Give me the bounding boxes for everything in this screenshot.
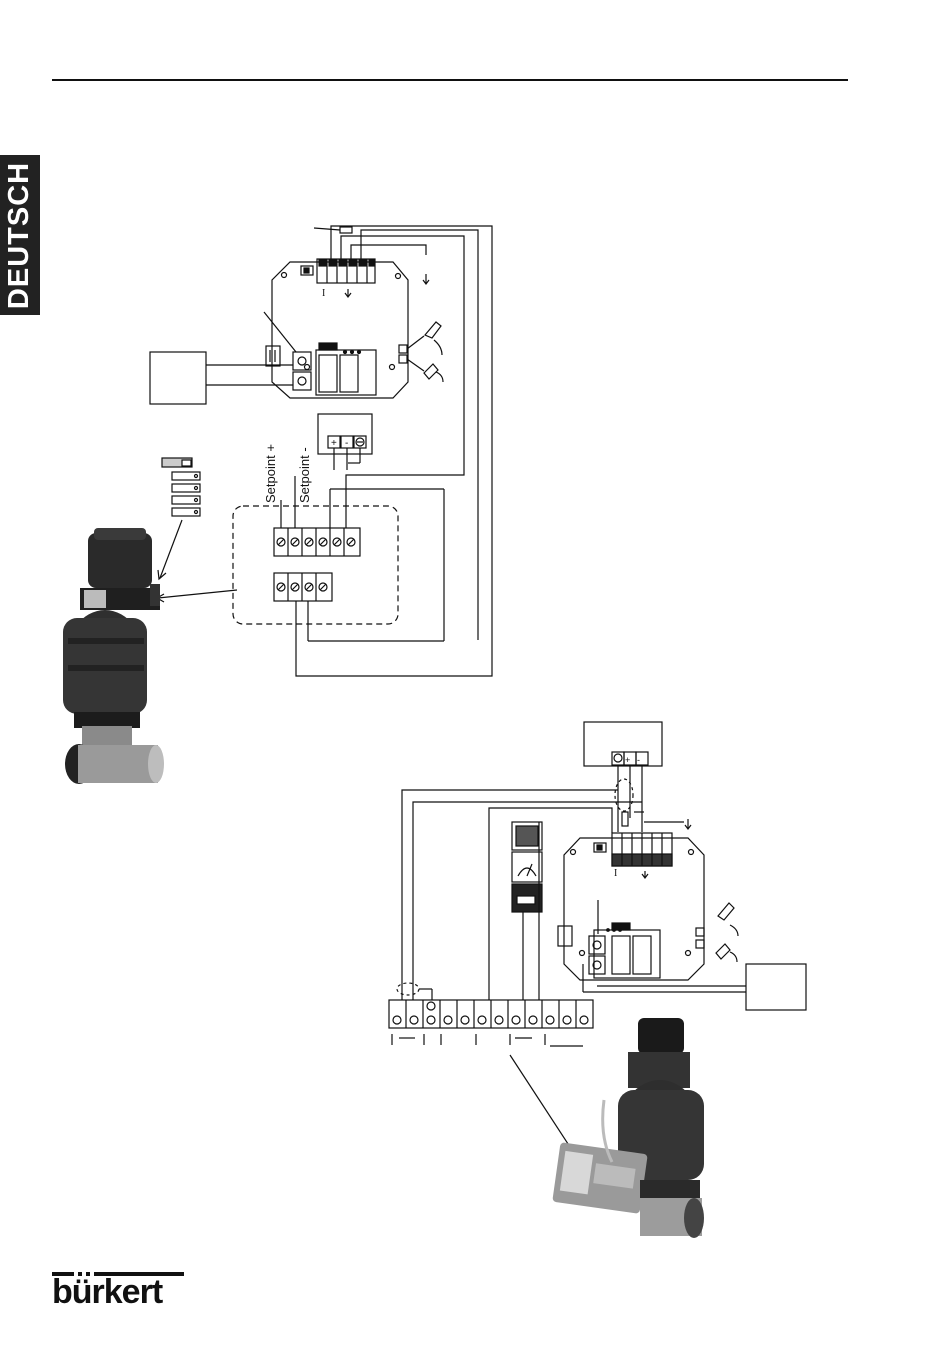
bottom-positioner-terminal-strip: [389, 1000, 593, 1028]
burkert-logo: bürkert: [52, 1272, 184, 1312]
top-positioner-dashed-box: [233, 506, 398, 624]
top-external-valve-box: [150, 352, 206, 404]
bottom-meters: [512, 822, 542, 912]
bottom-board-label-i: I: [614, 868, 617, 879]
bottom-external-valve-box: [746, 964, 806, 1010]
bottom-relay-module: [594, 923, 660, 978]
top-positioner-terminal-row-2: [274, 573, 332, 601]
top-psu-plus: +: [331, 438, 337, 449]
bottom-psu-minus: -: [637, 755, 640, 765]
setpoint-plus-label: Setpoint +: [263, 444, 278, 503]
setpoint-minus-label: Setpoint -: [297, 447, 312, 503]
top-valve-product-image: [63, 528, 164, 784]
top-board-terminal-block: [317, 259, 375, 283]
top-relay-module: [316, 343, 376, 395]
bottom-psu-plus: +: [625, 755, 630, 765]
top-board-label-i: I: [322, 288, 325, 299]
top-connector-stack: [162, 458, 200, 516]
logo-wordmark: bürkert: [52, 1273, 162, 1312]
top-wiring-diagram: [150, 226, 492, 676]
bottom-valve-product-image: [552, 1018, 704, 1238]
bottom-wiring-diagram: [389, 722, 806, 1150]
top-positioner-terminal-row-1: [274, 528, 360, 556]
bottom-power-supply: [584, 722, 662, 766]
top-psu-minus: -: [345, 438, 348, 449]
